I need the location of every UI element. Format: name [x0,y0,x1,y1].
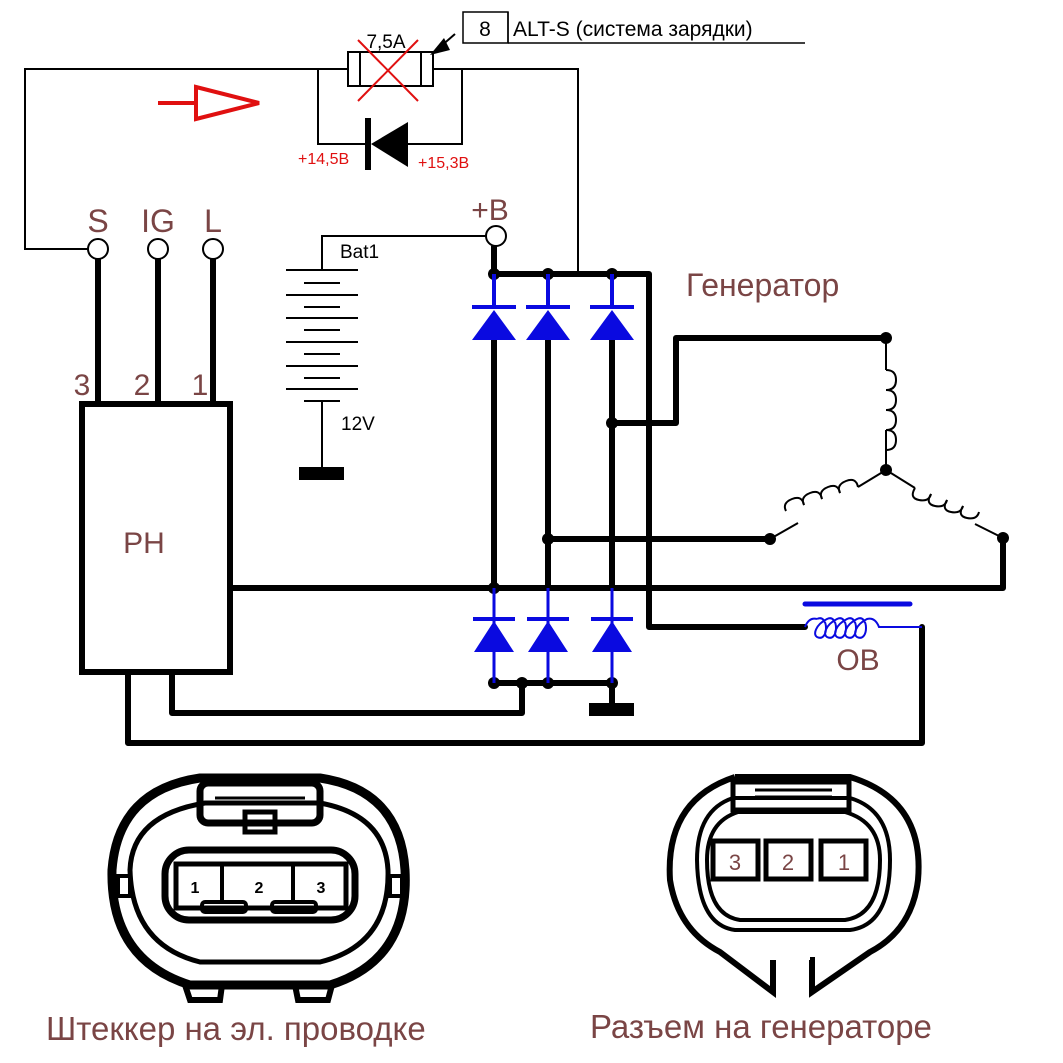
harness-connector-caption: Штеккер на эл. проводке [46,1010,426,1047]
terminal-l-icon [202,238,224,260]
pointer-arrow-icon [430,33,456,55]
terminal-label-l: L [204,203,222,239]
battery-voltage: 12V [341,414,375,435]
field-winding: ОВ [802,601,922,677]
diode-lower-1-icon [473,588,515,683]
sense-wire [24,68,579,273]
stator-windings-icon [764,332,1009,545]
regulator-label: РН [123,527,165,560]
voltage-left: +14,5В [298,151,349,168]
generator-pin-1: 1 [838,850,850,875]
diode-lower-2-icon [527,588,569,683]
terminal-label-ig: IG [141,203,175,239]
battery-label: Bat1 [340,242,379,263]
battery: Bat1 12V [286,235,487,480]
plus-b-terminal-icon [485,225,507,247]
bypass-diode: +14,5В +15,3В [298,68,469,172]
field-coil-icon [804,617,922,639]
generator-label: Генератор [686,267,839,303]
plus-b-label: +B [471,194,509,227]
battery-ground-icon [299,467,344,480]
terminal-block: S IG L 3 2 1 [74,203,224,404]
current-flow-arrow-icon [158,84,260,122]
battery-cells-icon [286,269,358,402]
pin-number-2: 2 [134,369,151,402]
terminal-ig-icon [147,238,169,260]
harness-pin-2: 2 [255,880,264,897]
fuse-slot-label: ALT-S (система зарядки) [513,18,753,41]
generator-connector [666,774,922,999]
harness-pin-1: 1 [191,880,200,897]
rectifier-wiring [125,271,1006,746]
harness-connector [107,773,410,1003]
generator-pin-2: 2 [782,850,794,875]
diode-upper-2-icon [526,274,570,340]
fuse-slot-number: 8 [479,18,491,41]
diode-upper-3-icon [590,274,634,340]
harness-pin-3: 3 [317,880,326,897]
rectifier-diodes [472,274,634,683]
generator-pin-3: 3 [729,850,741,875]
fuse-rating: 7,5A [366,32,405,53]
fuse-removed-cross-icon [357,39,419,102]
fuse-slot-tag: 8 ALT-S (система зарядки) [430,11,805,55]
diode-upper-1-icon [472,274,516,340]
field-winding-label: ОВ [836,644,879,677]
pin-number-3: 3 [74,369,91,402]
fuse: 7,5A [320,32,462,102]
diode-lower-3-icon [591,588,633,683]
terminal-s-icon [87,238,109,260]
generator-connector-caption: Разъем на генераторе [590,1008,932,1045]
pin-number-1: 1 [192,369,209,402]
terminal-label-s: S [87,203,108,239]
plus-b-terminal: +B [471,194,509,274]
diode-triangle-icon [371,122,408,167]
rectifier-ground-icon [589,703,634,716]
voltage-right: +15,3В [418,155,469,172]
voltage-regulator: РН [79,401,233,675]
